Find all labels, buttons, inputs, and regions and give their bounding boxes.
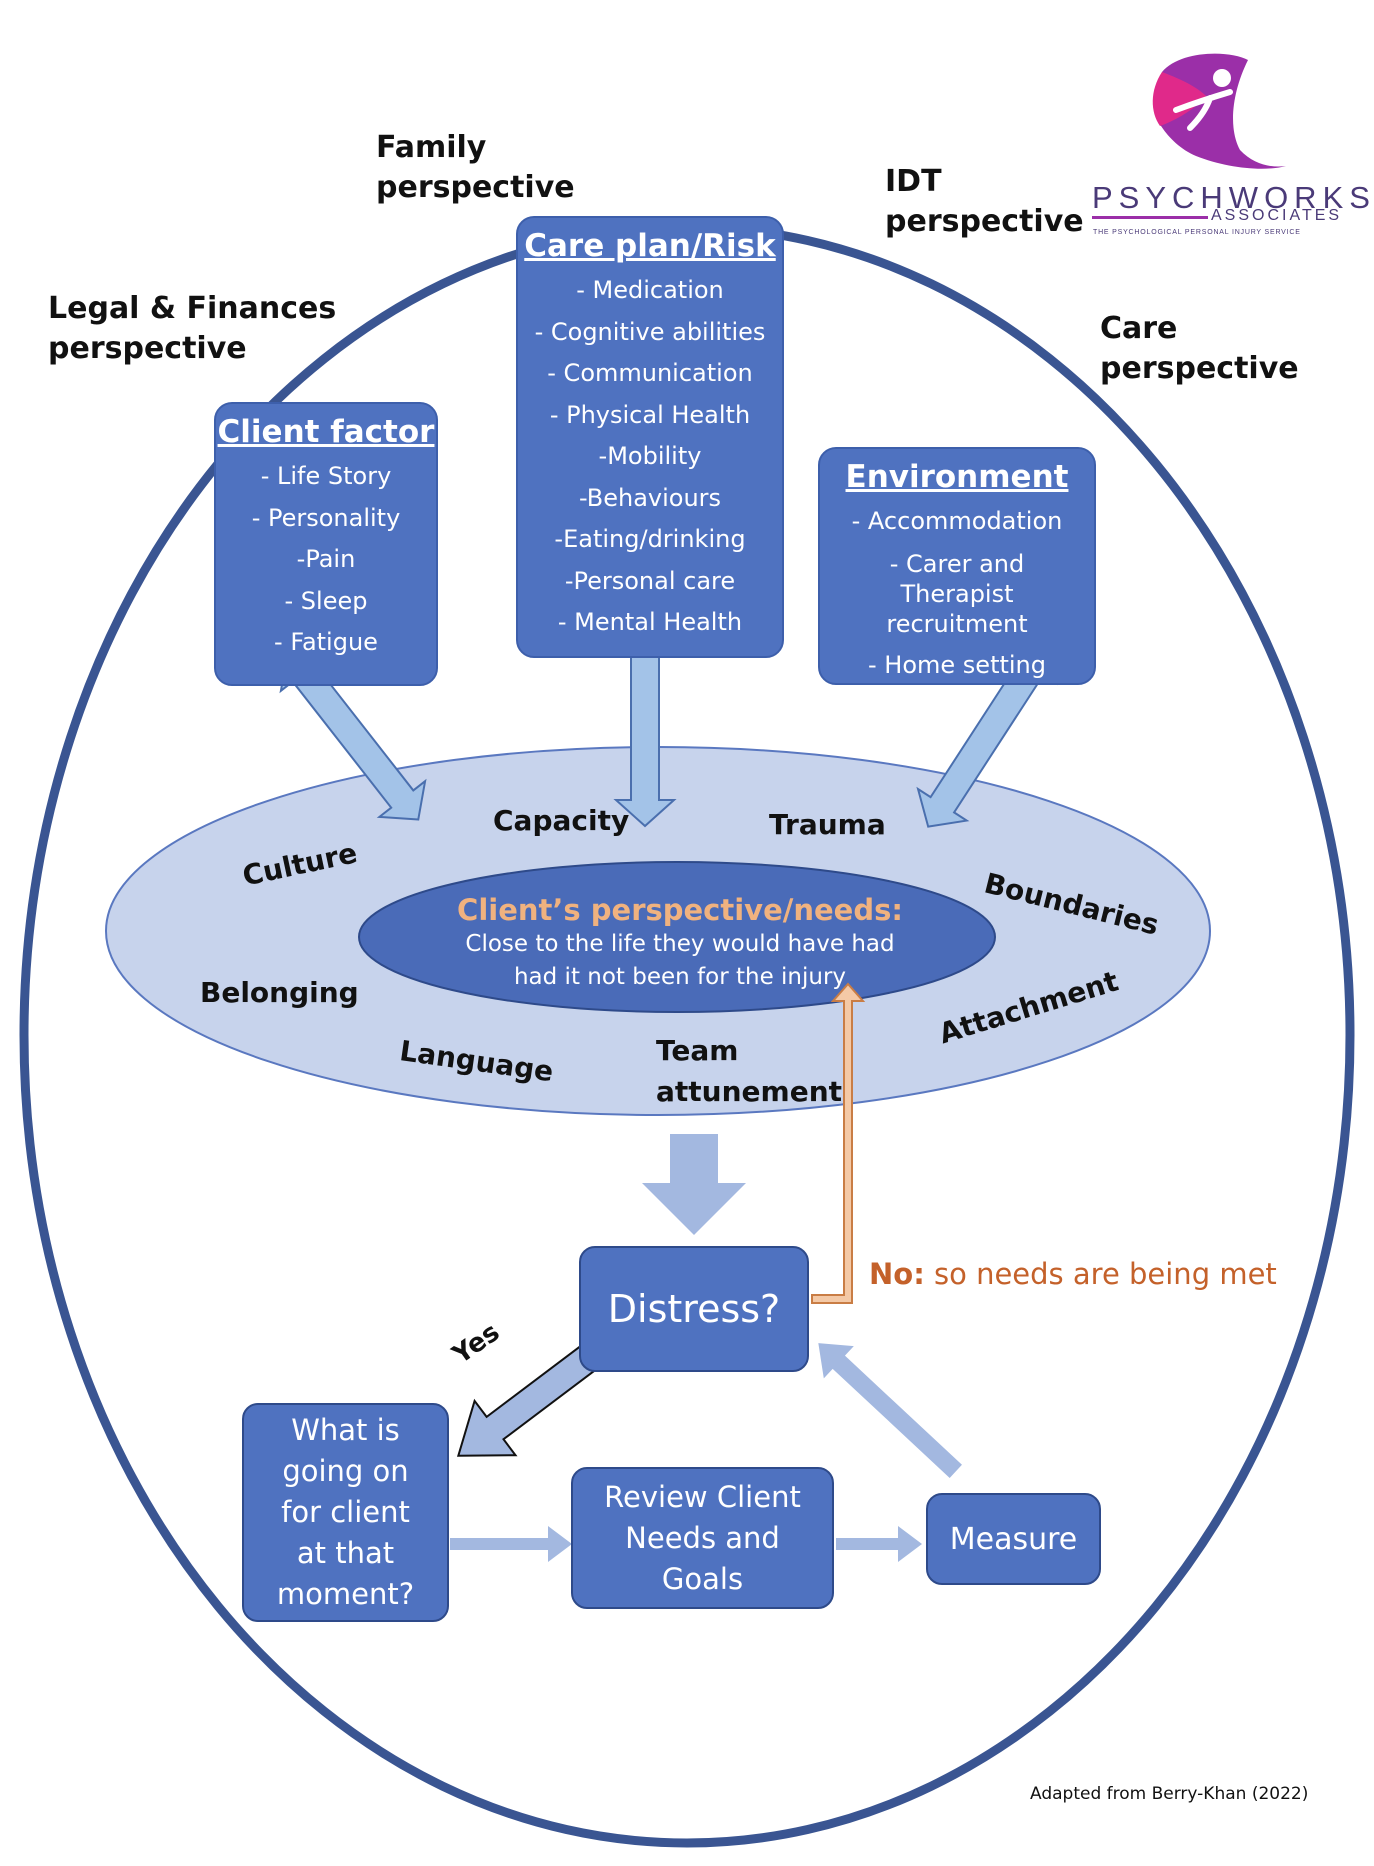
arrow-to-measure <box>836 1526 922 1562</box>
ring-word-trauma: Trauma <box>769 808 886 841</box>
logo-underline <box>1092 216 1208 219</box>
family-line1: Family <box>376 130 487 165</box>
distress-box: Distress? <box>579 1246 809 1372</box>
care-line2: perspective <box>1100 351 1299 386</box>
what-line: going on <box>282 1454 409 1488</box>
care-plan-item: -Behaviours <box>578 483 722 512</box>
client-factor-item: - Personality <box>251 503 401 532</box>
review-line: Goals <box>661 1561 744 1596</box>
logo-mark-icon <box>1152 53 1286 169</box>
family-line2: perspective <box>376 170 575 205</box>
team-line2: attunement <box>656 1075 843 1108</box>
no-return-arrow <box>811 982 866 1304</box>
logo-sub: ASSOCIATES <box>1211 207 1343 224</box>
care-plan-item: - Physical Health <box>549 400 751 429</box>
no-word: No: <box>869 1257 925 1291</box>
legal-line1: Legal & Finances <box>48 291 337 326</box>
client-factor-item: - Fatigue <box>274 628 378 656</box>
care-plan-item: -Mobility <box>598 442 702 470</box>
care-perspective-label: Care perspective <box>1100 309 1299 389</box>
core-text: Client’s perspective/needs: Close to the… <box>380 892 980 994</box>
environment-item: - Accommodation <box>851 507 1063 535</box>
review-line: Needs and <box>625 1520 780 1555</box>
client-factor-item: - Life Story <box>260 462 392 490</box>
environment-box: Environment - Accommodation - Carer and … <box>818 447 1096 685</box>
review-needs-goals-box: Review Client Needs and Goals <box>571 1467 834 1609</box>
idt-perspective-label: IDT perspective <box>885 162 1084 242</box>
core-line1: Close to the life they would have had <box>465 931 895 957</box>
arrow-to-review <box>450 1526 572 1562</box>
what-line: at that <box>296 1536 395 1570</box>
core-title: Client’s perspective/needs: <box>457 893 903 927</box>
client-factor-box: Client factor - Life Story - Personality… <box>214 402 438 686</box>
what-is-going-on-box: What is going on for client at that mome… <box>242 1403 449 1622</box>
ring-word-belonging: Belonging <box>200 976 359 1009</box>
legal-line2: perspective <box>48 331 247 366</box>
ring-word-team-attunement: Team attunement <box>656 1030 842 1112</box>
review-line: Review Client <box>604 1479 801 1514</box>
care-plan-item: - Cognitive abilities <box>534 317 766 346</box>
core-ellipse <box>358 861 996 1013</box>
logo-tagline: THE PSYCHOLOGICAL PERSONAL INJURY SERVIC… <box>1093 229 1301 236</box>
care-plan-item: - Communication <box>547 359 753 387</box>
team-line1: Team <box>656 1034 739 1067</box>
environment-item: - Carer and Therapist recruitment <box>886 549 1028 638</box>
environment-item: - Home setting <box>868 650 1046 679</box>
no-label: No: so needs are being met <box>869 1257 1277 1291</box>
environment-title: Environment <box>845 459 1069 495</box>
client-factor-item: - Sleep <box>284 586 368 615</box>
care-plan-item: - Medication <box>576 276 724 304</box>
arrow-to-distress <box>818 1343 962 1478</box>
logo-name: PSYCHWORKS <box>1092 180 1374 215</box>
family-perspective-label: Family perspective <box>376 128 575 208</box>
legal-finances-perspective-label: Legal & Finances perspective <box>48 289 336 369</box>
idt-line1: IDT <box>885 164 942 199</box>
core-line2: had it not been for the injury <box>513 964 847 990</box>
yes-arrow <box>456 1339 606 1457</box>
what-line: moment? <box>276 1577 415 1611</box>
idt-line2: perspective <box>885 204 1084 239</box>
client-factor-item: -Pain <box>296 545 356 573</box>
care-line1: Care <box>1100 311 1178 346</box>
credit-text: Adapted from Berry-Khan (2022) <box>1030 1784 1309 1804</box>
care-plan-title: Care plan/Risk <box>524 228 776 264</box>
what-line: What is <box>291 1413 400 1447</box>
care-plan-item: - Mental Health <box>557 608 743 636</box>
care-plan-item: -Eating/drinking <box>554 525 746 553</box>
care-plan-risk-box: Care plan/Risk - Medication - Cognitive … <box>516 216 784 658</box>
care-plan-item: -Personal care <box>564 566 736 595</box>
measure-label: Measure <box>949 1521 1078 1557</box>
what-line: for client <box>281 1495 410 1529</box>
ring-word-capacity: Capacity <box>493 804 630 837</box>
down-arrow <box>642 1134 746 1235</box>
distress-label: Distress? <box>607 1287 781 1331</box>
no-text: so needs are being met <box>924 1257 1277 1291</box>
measure-box: Measure <box>926 1493 1101 1585</box>
client-factor-title: Client factor <box>217 414 435 450</box>
